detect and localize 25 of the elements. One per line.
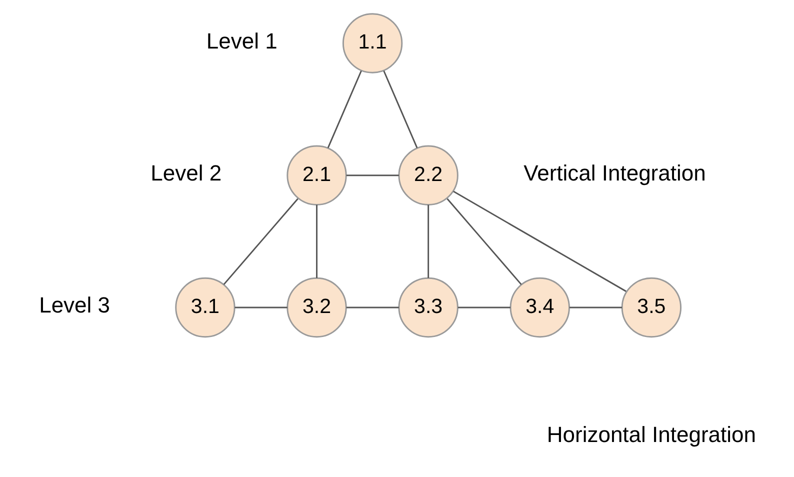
connector xyxy=(452,190,626,292)
node-circle: 3.1 xyxy=(174,277,235,338)
label: Vertical Integration xyxy=(523,160,706,186)
node-circle: 2.1 xyxy=(286,145,346,206)
node-circle: 1.1 xyxy=(342,13,402,74)
connector xyxy=(427,204,429,278)
connector xyxy=(326,70,362,148)
connector xyxy=(569,306,622,308)
node-circle: 2.2 xyxy=(398,145,458,206)
node-circle: 3.2 xyxy=(286,277,346,338)
node-circle: 3.4 xyxy=(509,277,570,338)
label: Level 2 xyxy=(150,160,222,186)
connector xyxy=(346,306,398,308)
node-circle: 3.3 xyxy=(398,277,458,338)
connector xyxy=(234,306,287,308)
connector xyxy=(222,198,298,285)
connector xyxy=(316,204,317,278)
label: Level 1 xyxy=(206,28,277,54)
connector xyxy=(446,198,522,285)
connector xyxy=(457,306,510,308)
connector xyxy=(382,70,418,148)
label: Horizontal Integration xyxy=(546,422,756,447)
label: Level 3 xyxy=(38,292,110,318)
node-circle: 3.5 xyxy=(620,277,682,338)
connector xyxy=(346,174,398,176)
